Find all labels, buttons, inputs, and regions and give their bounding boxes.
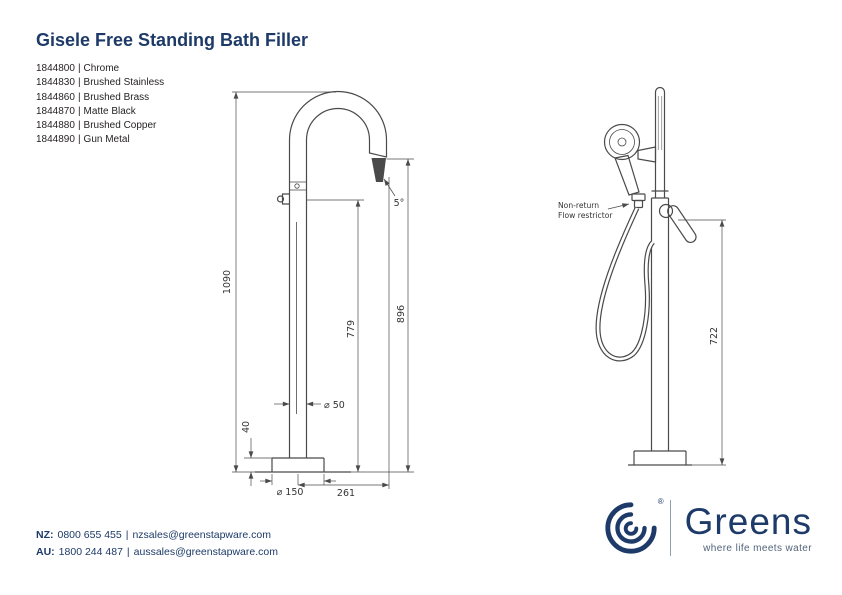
flow-restrictor-note-line1: Non-return bbox=[558, 201, 599, 210]
handshower-face-ring bbox=[609, 129, 635, 155]
variant-finish: Brushed Stainless bbox=[83, 77, 165, 89]
flow-restrictor-note-line2: Flow restrictor bbox=[558, 211, 613, 220]
handshower-head bbox=[603, 123, 641, 161]
nz-label: NZ: bbox=[36, 529, 54, 541]
brand-tagline: where life meets water bbox=[703, 542, 812, 554]
front-view-fixture bbox=[255, 90, 388, 473]
nz-phone: 0800 655 455 bbox=[57, 529, 122, 541]
variant-finish: Brushed Copper bbox=[83, 120, 157, 132]
dim-spout-height: 896 bbox=[396, 305, 407, 323]
contact-separator: | bbox=[125, 529, 129, 541]
dim-base-diameter: ⌀ 150 bbox=[277, 487, 304, 498]
variant-row: 1844830|Brushed Stainless bbox=[36, 76, 164, 90]
brand-logo: ® Greens where life meets water bbox=[602, 497, 812, 557]
base-outline bbox=[271, 457, 325, 472]
dim-spout-reach: 261 bbox=[337, 488, 355, 499]
variant-separator: | bbox=[77, 63, 81, 74]
dim-pipe-diameter: ⌀ 50 bbox=[324, 400, 345, 411]
logo-divider bbox=[669, 500, 671, 556]
registered-mark: ® bbox=[657, 497, 664, 506]
mixer-lever bbox=[667, 205, 697, 244]
nz-contact-line: NZ:0800 655 455|nzsales@greenstapware.co… bbox=[36, 527, 278, 544]
base-outline bbox=[633, 450, 687, 465]
dim-lever-height: 722 bbox=[709, 327, 720, 345]
dim-handle-height: 779 bbox=[346, 320, 357, 338]
variant-row: 1844800|Chrome bbox=[36, 62, 164, 76]
handle-stub bbox=[281, 193, 290, 205]
variant-finish: Gun Metal bbox=[83, 134, 130, 146]
variant-separator: | bbox=[77, 77, 81, 89]
variant-separator: | bbox=[77, 105, 81, 117]
side-view-dimension-lines bbox=[607, 203, 726, 466]
riser-shading bbox=[657, 96, 663, 150]
lever-flange bbox=[658, 203, 674, 219]
swirl-icon-graphic bbox=[605, 502, 657, 554]
contact-info: NZ:0800 655 455|nzsales@greenstapware.co… bbox=[36, 527, 278, 560]
logo-text-block: Greens where life meets water bbox=[685, 503, 812, 554]
handle-knob bbox=[276, 195, 285, 203]
column-seam-lines bbox=[289, 181, 307, 191]
hose-nut bbox=[633, 199, 644, 209]
side-view-fixture bbox=[595, 86, 697, 466]
variant-finish: Matte Black bbox=[83, 105, 136, 117]
side-view-drawing: Non-return Flow restrictor 722 bbox=[558, 86, 726, 466]
variant-code: 1844860 bbox=[36, 91, 75, 103]
variant-separator: | bbox=[77, 134, 81, 146]
collar-lines bbox=[651, 190, 669, 199]
nz-email: nzsales@greenstapware.com bbox=[132, 529, 271, 541]
gooseneck-spout-outline bbox=[288, 90, 388, 458]
brand-wordmark: Greens bbox=[684, 500, 812, 542]
au-phone: 1800 244 487 bbox=[58, 545, 123, 558]
shower-hose-inner bbox=[596, 207, 655, 361]
greens-swirl-icon: ® bbox=[602, 497, 664, 557]
variant-row: 1844860|Brushed Brass bbox=[36, 91, 164, 105]
variant-code: 1844880 bbox=[36, 120, 75, 132]
au-email: aussales@greenstapware.com bbox=[133, 545, 278, 558]
variant-separator: | bbox=[77, 91, 81, 103]
variant-finish: Chrome bbox=[83, 63, 120, 74]
variant-code: 1844870 bbox=[36, 105, 75, 117]
front-view-dimension-lines bbox=[232, 91, 414, 489]
page-title: Gisele Free Standing Bath Filler bbox=[36, 30, 309, 50]
top-riser-outline bbox=[654, 86, 666, 198]
variant-code: 1844830 bbox=[36, 77, 75, 89]
column-outline bbox=[650, 198, 670, 451]
shower-bracket bbox=[637, 146, 657, 163]
variant-row: 1844880|Brushed Copper bbox=[36, 119, 164, 133]
variant-list: 1844800|Chrome 1844830|Brushed Stainless… bbox=[36, 62, 164, 148]
contact-separator: | bbox=[126, 545, 130, 558]
au-contact-line: AU:1800 244 487|aussales@greenstapware.c… bbox=[36, 544, 278, 561]
dim-base-height: 40 bbox=[241, 421, 252, 433]
water-stream bbox=[371, 158, 386, 182]
variant-code: 1844890 bbox=[36, 134, 75, 146]
front-view-drawing: 1090 40 779 896 5° ⌀ 50 ⌀ 150 261 bbox=[222, 90, 414, 499]
variant-row: 1844870|Matte Black bbox=[36, 105, 164, 119]
variant-row: 1844890|Gun Metal bbox=[36, 133, 164, 147]
flow-restrictor-fitting bbox=[631, 193, 646, 202]
au-label: AU: bbox=[36, 545, 55, 558]
handshower-handle bbox=[614, 154, 640, 196]
variant-finish: Brushed Brass bbox=[83, 91, 150, 103]
variant-code: 1844800 bbox=[36, 63, 75, 74]
variant-separator: | bbox=[77, 120, 81, 132]
dim-spout-angle: 5° bbox=[394, 198, 405, 209]
dim-total-height: 1090 bbox=[222, 270, 233, 294]
handshower-face-center bbox=[617, 137, 627, 147]
diverter-button bbox=[294, 183, 300, 189]
